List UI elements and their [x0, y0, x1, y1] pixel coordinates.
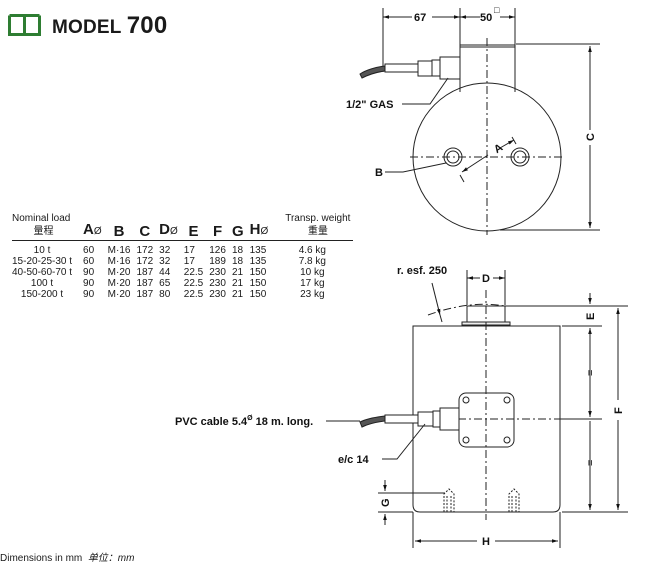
dimension-cell: 21: [231, 289, 244, 300]
dim-67-label: 67: [414, 12, 426, 24]
dimension-cell: 90: [83, 289, 95, 300]
dimension-cell: 22.5: [183, 267, 204, 278]
col-header-f: F: [206, 224, 229, 241]
table-row: 150-200 t 90 M·20 187 80 22.5 230 21 150 23 kg: [12, 289, 353, 300]
dimension-cell: 230: [209, 267, 226, 278]
dimension-cell: 90: [83, 278, 95, 289]
dimension-cell: 32: [159, 256, 171, 267]
label-g: G: [380, 498, 392, 507]
wrench-size-label: e/c 14: [338, 454, 369, 466]
nominal-load-header-cn: 量程: [12, 224, 81, 241]
dimension-cell: 90: [83, 267, 95, 278]
label-e: E: [585, 313, 597, 320]
dimension-cell: 135: [249, 256, 267, 267]
nominal-load-cell: 10 t: [33, 245, 51, 256]
model-number: 700: [126, 12, 168, 39]
dimension-cell: 60: [83, 245, 95, 256]
table-row: 100 t 90 M·20 187 65 22.5 230 21 150 17 kg: [12, 278, 353, 289]
dimension-cell: M·20: [107, 289, 131, 300]
equal-mark-upper: =: [585, 370, 597, 376]
col-header-h: HØ: [246, 222, 272, 241]
dimension-cell: 172: [136, 256, 154, 267]
weight-header: Transp. weight: [285, 213, 351, 224]
equal-mark-lower: =: [585, 460, 597, 466]
dimension-cell: M·16: [107, 256, 131, 267]
nominal-load-cell: 150-200 t: [20, 289, 64, 300]
nominal-load-cell: 15-20-25-30 t: [12, 256, 73, 267]
label-c: C: [585, 133, 597, 141]
dimension-cell: 150: [249, 278, 267, 289]
dimension-cell: 22.5: [183, 278, 204, 289]
dimensions-table: Nominal load Transp. weight 量程 AØ B C DØ…: [12, 213, 354, 300]
model-prefix: MODEL: [52, 17, 122, 38]
weight-cell: 4.6 kg: [298, 245, 326, 256]
col-header-b: B: [104, 224, 134, 241]
dimension-cell: M·20: [107, 278, 131, 289]
nominal-load-cell: 100 t: [30, 278, 54, 289]
dimension-cell: 187: [136, 278, 154, 289]
dimension-cell: 135: [249, 245, 267, 256]
dim-50-label: 50: [480, 12, 492, 24]
label-h: H: [482, 536, 490, 548]
dimension-cell: 187: [136, 289, 154, 300]
col-header-g: G: [228, 224, 247, 241]
dimension-cell: 21: [231, 267, 244, 278]
nominal-load-header: Nominal load: [12, 213, 71, 224]
nominal-load-cell: 40-50-60-70 t: [12, 267, 73, 278]
dimension-cell: 126: [209, 245, 226, 256]
dimension-cell: M·20: [107, 267, 131, 278]
dimension-cell: 17: [183, 256, 195, 267]
table-row: 40-50-60-70 t 90 M·20 187 44 22.5 230 21 150 10 k…: [12, 267, 353, 278]
dimension-cell: 18: [231, 245, 244, 256]
square-symbol: □: [494, 5, 500, 15]
dimension-cell: 189: [209, 256, 226, 267]
dimension-cell: 21: [231, 278, 244, 289]
dimension-cell: 17: [183, 245, 195, 256]
weight-cell: 23 kg: [300, 289, 325, 300]
label-f: F: [613, 407, 625, 414]
col-header-c: C: [133, 224, 157, 241]
dimension-cell: 65: [159, 278, 171, 289]
label-b: B: [375, 167, 383, 179]
dimension-cell: M·16: [107, 245, 131, 256]
dimension-cell: 44: [159, 267, 171, 278]
dimension-cell: 22.5: [183, 289, 204, 300]
dimension-cell: 150: [249, 289, 267, 300]
sphere-radius-label: r. esf. 250: [397, 265, 447, 277]
weight-cell: 7.8 kg: [298, 256, 326, 267]
brand-logo-icon: [8, 14, 41, 36]
dimension-cell: 18: [231, 256, 244, 267]
top-view: [359, 8, 600, 235]
side-view: [326, 270, 628, 548]
dimension-cell: 187: [136, 267, 154, 278]
cable-label: PVC cable 5.4Ø 18 m. long.: [175, 415, 313, 428]
table-row: 15-20-25-30 t 60 M·16 172 32 17 189 18 135 7.8 kg: [12, 256, 353, 267]
dimension-cell: 230: [209, 289, 226, 300]
table-row: 10 t 60 M·16 172 32 17 126 18 135 4.6 kg: [12, 241, 353, 257]
dimension-cell: 32: [159, 245, 171, 256]
weight-cell: 10 kg: [300, 267, 325, 278]
dimension-cell: 230: [209, 278, 226, 289]
page-title: MODEL 700: [52, 12, 167, 40]
col-header-e: E: [180, 224, 207, 241]
gas-label: 1/2" GAS: [346, 99, 393, 111]
weight-header-cn: 重量: [271, 224, 354, 241]
label-d: D: [482, 273, 490, 285]
dimension-cell: 80: [159, 289, 171, 300]
weight-cell: 17 kg: [300, 278, 325, 289]
dimension-cell: 150: [249, 267, 267, 278]
units-note: Dimensions in mm 单位：mm: [0, 553, 135, 564]
col-header-a: AØ: [80, 222, 105, 241]
dimension-cell: 60: [83, 256, 95, 267]
col-header-d: DØ: [156, 222, 181, 241]
dimension-cell: 172: [136, 245, 154, 256]
